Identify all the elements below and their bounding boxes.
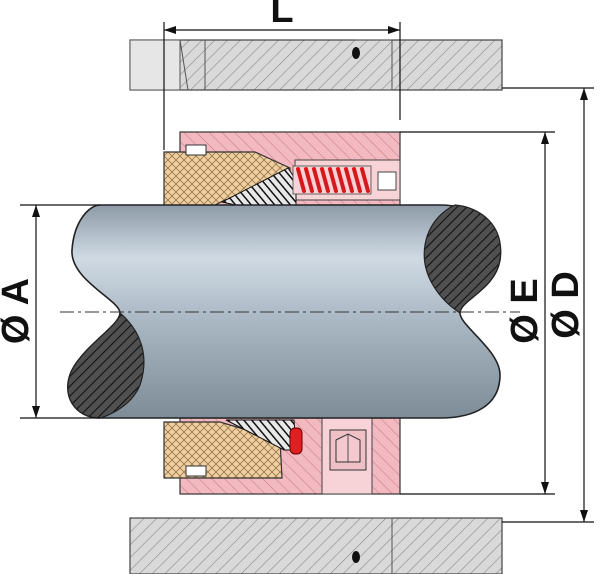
spring-top [292, 165, 397, 195]
label-e: Ø E [504, 278, 546, 343]
shaft [60, 204, 520, 419]
set-screw [329, 429, 367, 471]
dimension-a [20, 204, 100, 419]
spring-bottom [289, 427, 303, 455]
dimension-e [400, 131, 555, 495]
label-l: L [270, 0, 293, 31]
label-d: Ø D [545, 271, 587, 339]
housing-bottom [129, 517, 503, 574]
label-a: Ø A [0, 278, 37, 344]
seat-ring-bottom [163, 421, 283, 479]
housing-top [129, 39, 503, 91]
dimension-d [502, 87, 594, 523]
dimension-l [163, 22, 401, 150]
